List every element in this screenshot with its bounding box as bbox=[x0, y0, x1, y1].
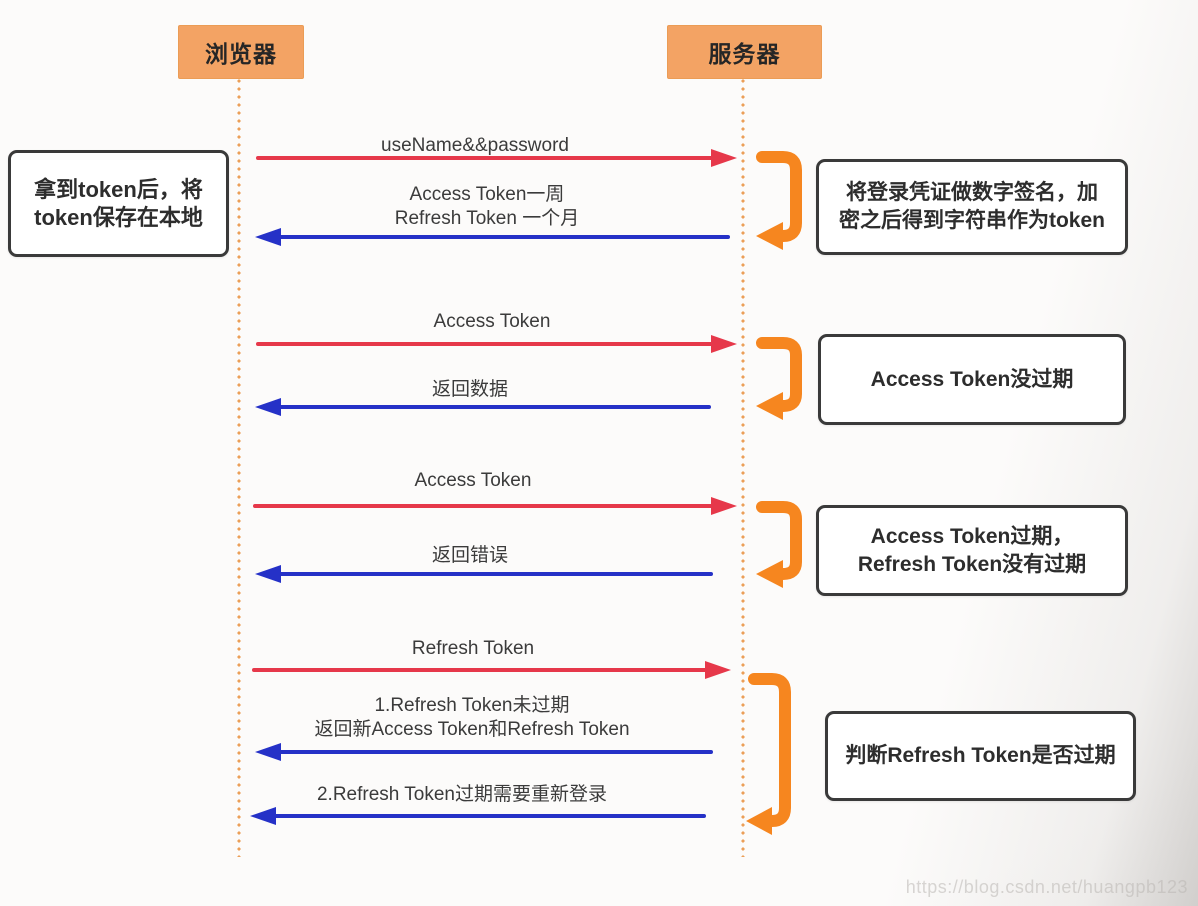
arrow-head-icon bbox=[255, 398, 281, 416]
arrow-shaft bbox=[273, 750, 713, 754]
request-arrow-refresh-token bbox=[252, 661, 731, 679]
actor-server: 服务器 bbox=[667, 25, 822, 79]
actor-server-label: 服务器 bbox=[708, 41, 781, 67]
arrow-head-icon bbox=[711, 335, 737, 353]
arrow-head-icon bbox=[250, 807, 276, 825]
message-line: 返回新Access Token和Refresh Token bbox=[314, 719, 630, 740]
arrow-head-icon bbox=[255, 565, 281, 583]
note-line: 密之后得到字符串作为token bbox=[838, 209, 1105, 232]
note-check-refresh-expired: 判断Refresh Token是否过期 bbox=[825, 711, 1136, 801]
arrow-head-icon bbox=[705, 661, 731, 679]
actor-browser-label: 浏览器 bbox=[205, 41, 277, 67]
message-login: useName&&password bbox=[381, 135, 569, 156]
arrow-head-icon bbox=[711, 497, 737, 515]
response-arrow-data bbox=[255, 398, 711, 416]
message-access-token-2: Access Token bbox=[414, 470, 532, 491]
note-line: Access Token没过期 bbox=[870, 367, 1074, 391]
server-lifeline bbox=[741, 79, 745, 857]
request-arrow-access-token-2 bbox=[253, 497, 737, 515]
arrow-shaft bbox=[256, 156, 719, 160]
arrow-head-icon bbox=[255, 743, 281, 761]
server-process-loop-icon bbox=[746, 673, 791, 835]
arrow-shaft bbox=[252, 668, 713, 672]
arrow-shaft bbox=[256, 342, 719, 346]
arrow-shaft bbox=[268, 814, 706, 818]
message-refresh-expired: 2.Refresh Token过期需要重新登录 bbox=[316, 784, 608, 805]
response-arrow-new-tokens bbox=[255, 743, 713, 761]
response-arrow-error bbox=[255, 565, 713, 583]
arrow-shaft bbox=[253, 504, 719, 508]
server-process-loop-icon bbox=[756, 151, 802, 250]
note-server-sign-token: 将登录凭证做数字签名，加 密之后得到字符串作为token bbox=[816, 159, 1128, 255]
server-process-loop-icon bbox=[756, 337, 802, 420]
server-process-loop-icon bbox=[756, 501, 802, 588]
arrow-shaft bbox=[273, 572, 713, 576]
note-token-not-expired: Access Token没过期 bbox=[818, 334, 1126, 425]
note-line: 将登录凭证做数字签名，加 bbox=[846, 181, 1098, 204]
response-arrow-tokens bbox=[255, 228, 730, 246]
message-line: Refresh Token 一个月 bbox=[394, 208, 580, 229]
message-token-ttl: Access Token一周 Refresh Token 一个月 bbox=[395, 183, 579, 231]
message-refresh-token: Refresh Token bbox=[411, 638, 535, 659]
note-access-expired-refresh-valid: Access Token过期， Refresh Token没有过期 bbox=[816, 505, 1128, 596]
watermark-url: https://blog.csdn.net/huangpb123 bbox=[905, 877, 1188, 897]
arrow-shaft bbox=[273, 235, 730, 239]
note-line: 拿到token后，将 bbox=[34, 176, 203, 202]
arrow-head-icon bbox=[711, 149, 737, 167]
note-line: 判断Refresh Token是否过期 bbox=[845, 744, 1116, 767]
message-access-token: Access Token bbox=[433, 311, 551, 332]
note-line: token保存在本地 bbox=[34, 204, 203, 230]
message-refresh-valid: 1.Refresh Token未过期 返回新Access Token和Refre… bbox=[314, 694, 629, 742]
message-return-data: 返回数据 bbox=[431, 379, 509, 400]
note-browser-store-token: 拿到token后，将 token保存在本地 bbox=[8, 150, 229, 257]
arrow-head-icon bbox=[255, 228, 281, 246]
note-line: Refresh Token没有过期 bbox=[857, 552, 1087, 576]
message-line: 1.Refresh Token未过期 bbox=[374, 695, 570, 716]
request-arrow-access-token bbox=[256, 335, 737, 353]
arrow-shaft bbox=[273, 405, 711, 409]
message-line: Access Token一周 bbox=[409, 184, 565, 205]
request-arrow-login bbox=[256, 149, 737, 167]
message-return-error: 返回错误 bbox=[431, 545, 509, 566]
browser-lifeline bbox=[237, 79, 241, 857]
response-arrow-relogin bbox=[250, 807, 706, 825]
actor-browser: 浏览器 bbox=[178, 25, 304, 79]
note-line: Access Token过期， bbox=[870, 524, 1074, 548]
